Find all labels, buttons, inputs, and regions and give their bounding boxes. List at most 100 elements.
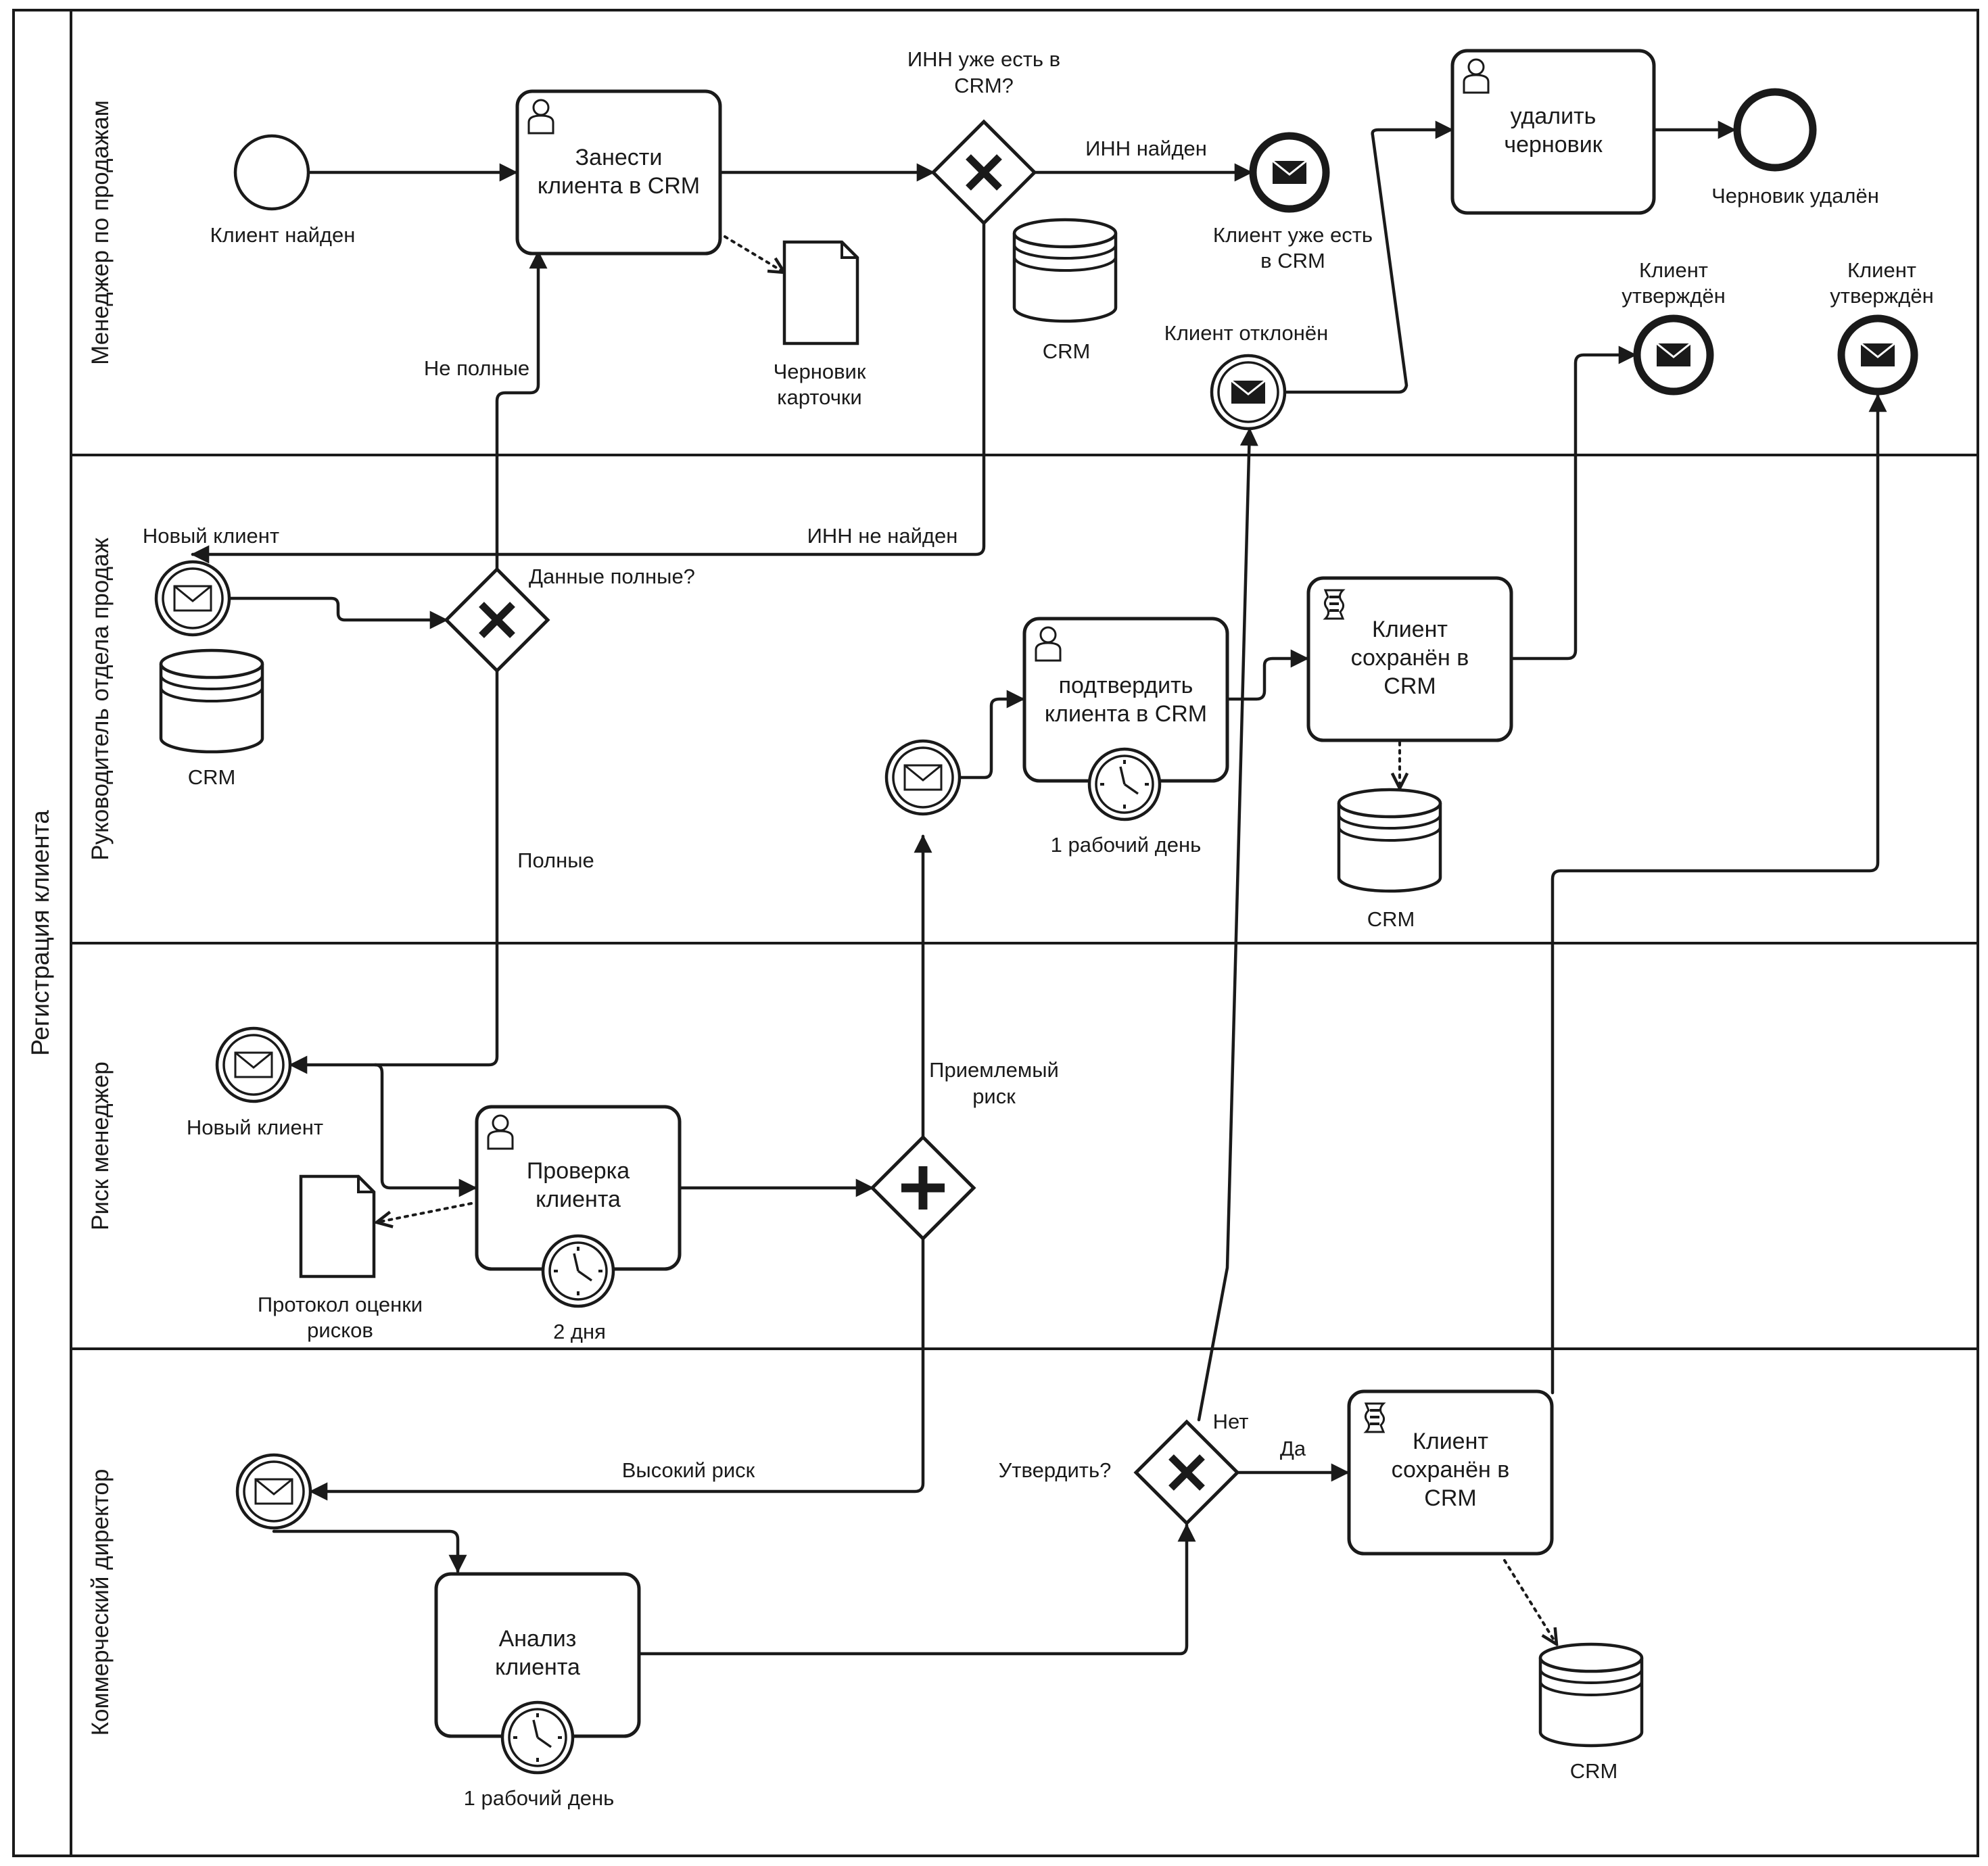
start-event-new-client-risk[interactable]: Новый клиент	[187, 1026, 323, 1139]
timer-label-confirm: 1 рабочий день	[1051, 833, 1202, 857]
label-line: сохранён в	[1351, 645, 1469, 671]
label-line: Менеджер по продажам	[87, 100, 114, 365]
label-line: ИНН найден	[1085, 137, 1207, 160]
label-line: ИНН уже есть в	[907, 47, 1060, 71]
label-line: Анализ	[499, 1626, 577, 1652]
envelope-icon	[1860, 342, 1895, 366]
label-line: черновик	[1504, 132, 1603, 158]
user-icon	[1463, 58, 1490, 94]
label-line: CRM	[1367, 907, 1415, 931]
sequence-flows	[191, 120, 1887, 1656]
flow-head-event-to-confirm[interactable]	[958, 690, 1025, 780]
flow-saved-commercial-to-approved[interactable]	[1551, 393, 1887, 1395]
flow-inn-not-found[interactable]	[191, 221, 986, 564]
datastore-crm-commercial[interactable]: CRM	[1538, 1642, 1644, 1783]
event-commercial-message[interactable]	[235, 1453, 312, 1530]
gateway-parallel[interactable]	[870, 1134, 976, 1241]
datastore-crm-head-2[interactable]: CRM	[1337, 788, 1442, 931]
envelope-icon	[254, 1478, 293, 1505]
datastore-crm-manager[interactable]: CRM	[1012, 218, 1118, 363]
flow-high-risk[interactable]	[309, 1237, 925, 1501]
flow-newclient-to-data-gateway[interactable]	[228, 596, 448, 629]
script-icon	[1323, 589, 1346, 620]
timer-label-analyze: 1 рабочий день	[464, 1786, 615, 1810]
label-line: Клиент	[1372, 617, 1448, 642]
label-line: клиента	[536, 1187, 621, 1212]
flow-label-inn-found: ИНН найден	[1085, 137, 1207, 160]
label-line: удалить	[1511, 103, 1596, 129]
assoc-enter-to-draft	[724, 235, 784, 272]
assoc-saved-commercial-to-crm	[1503, 1559, 1557, 1644]
flow-rejected-to-delete[interactable]	[1285, 120, 1454, 394]
label-line: Новый клиент	[187, 1116, 323, 1139]
timer-icon	[1087, 747, 1162, 821]
label-line: Не полные	[424, 356, 529, 380]
event-label: Клиент отклонён	[1164, 321, 1328, 345]
task-delete-draft[interactable]: удалить черновик	[1450, 49, 1656, 215]
pool-title: Регистрация клиента	[26, 810, 54, 1056]
label-line: CRM	[1570, 1759, 1618, 1783]
label-line: Утвердить?	[999, 1458, 1112, 1482]
event-label: Новый клиент	[143, 524, 279, 548]
label-line: Клиент найден	[210, 223, 356, 247]
event-label: Клиент найден	[210, 223, 356, 247]
envelope-icon	[234, 1051, 273, 1078]
label-line: риск	[972, 1084, 1016, 1108]
start-event-client-found[interactable]: Клиент найден	[210, 134, 356, 247]
label-line: утверждён	[1830, 284, 1934, 308]
lane-label-commercial: Коммерческий директор	[87, 1469, 114, 1736]
envelope-icon	[1656, 342, 1691, 366]
artifact-label: CRM	[188, 765, 236, 789]
event-label: Черновик удалён	[1711, 184, 1879, 208]
label-line: ИНН не найден	[807, 524, 958, 548]
flow-approve-no[interactable]	[1197, 427, 1258, 1422]
label-line: Данные полные?	[529, 565, 695, 588]
label-line: Клиент	[1413, 1429, 1488, 1454]
start-event-new-client-head[interactable]: Новый клиент	[143, 524, 279, 637]
event-head-message[interactable]	[884, 739, 962, 816]
flow-analyze-to-approve[interactable]	[637, 1523, 1196, 1656]
flow-complete[interactable]	[289, 669, 499, 1074]
flow-confirm-to-saved[interactable]	[1227, 649, 1309, 701]
flow-commercial-event-to-analyze[interactable]	[272, 1529, 467, 1573]
label-line: Черновик	[774, 360, 866, 383]
gateway-label: Утвердить?	[999, 1458, 1112, 1482]
label-line: Да	[1280, 1437, 1306, 1460]
label-line: клиента в CRM	[538, 173, 700, 199]
flow-saved-head-to-approved[interactable]	[1509, 345, 1637, 661]
end-event-draft-deleted[interactable]: Черновик удалён	[1711, 88, 1879, 208]
gateway-inn-exists[interactable]: ИНН уже есть в CRM?	[907, 47, 1060, 226]
flow-label-yes: Да	[1280, 1437, 1306, 1460]
associations	[377, 235, 1557, 1644]
event-label: Новый клиент	[187, 1116, 323, 1139]
artifact-label: CRM	[1367, 907, 1415, 931]
envelope-icon	[1231, 379, 1266, 404]
gateway-approve[interactable]: Утвердить?	[999, 1419, 1240, 1526]
flow-risk-newclient-to-check[interactable]	[373, 1063, 477, 1197]
gateway-label: Данные полные?	[529, 565, 695, 588]
flow-not-complete[interactable]	[495, 250, 548, 571]
label-line: CRM?	[954, 74, 1014, 97]
event-client-rejected[interactable]: Клиент отклонён	[1164, 321, 1328, 431]
label-line: Новый клиент	[143, 524, 279, 548]
label-line: подтвердить	[1059, 673, 1193, 698]
label-line: Коммерческий директор	[87, 1469, 114, 1736]
datastore-crm-head[interactable]: CRM	[159, 648, 264, 789]
gateway-data-complete[interactable]: Данные полные?	[444, 565, 695, 673]
